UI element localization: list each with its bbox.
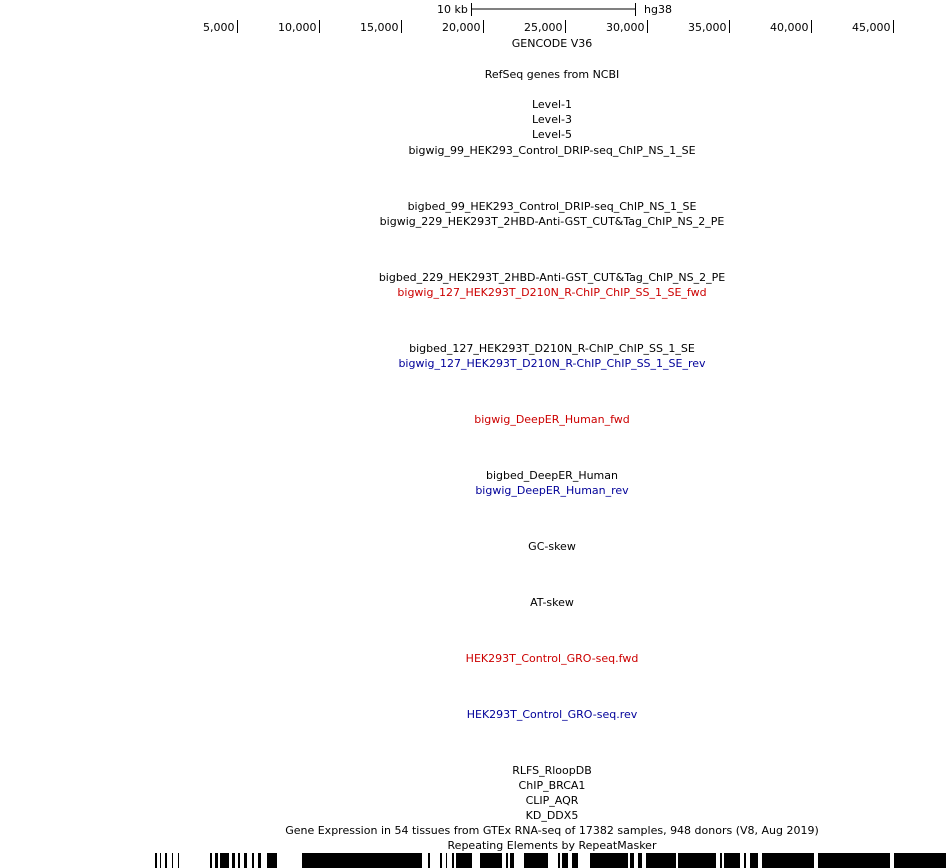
repeat-element-block [220,853,229,868]
scale-bar [471,3,636,16]
assembly-label: hg38 [644,3,672,16]
ruler-tick-label-8: 45,000 [852,21,891,34]
track-label-10[interactable]: bigbed_127_HEK293T_D210N_R-ChIP_ChIP_SS_… [409,342,695,355]
track-label-9[interactable]: bigwig_127_HEK293T_D210N_R-ChIP_ChIP_SS_… [397,286,707,299]
repeat-element-block [232,853,235,868]
repeat-element-block [818,853,890,868]
repeat-element-block [590,853,628,868]
repeat-element-block [762,853,814,868]
repeat-element-block [510,853,514,868]
track-label-22[interactable]: KD_DDX5 [525,809,579,822]
track-label-7[interactable]: bigwig_229_HEK293T_2HBD-Anti-GST_CUT&Tag… [379,215,725,228]
repeat-element-block [215,853,218,868]
ruler-tick-label-6: 35,000 [688,21,727,34]
track-label-4[interactable]: Level-5 [531,128,572,141]
ruler-tick-label-7: 40,000 [770,21,809,34]
repeat-element-block [252,853,254,868]
repeat-element-block [244,853,247,868]
repeat-element-block [630,853,634,868]
track-label-0[interactable]: GENCODE V36 [511,37,593,50]
repeat-element-block [160,853,161,868]
repeat-element-block [506,853,508,868]
base-position-ruler[interactable]: 5,000 10,000 15,000 20,000 25,000 30,000 35,00… [0,0,950,40]
repeat-element-block [744,853,746,868]
repeat-element-block [452,853,454,868]
repeat-element-block [238,853,240,868]
repeat-element-block [646,853,676,868]
track-label-23[interactable]: Gene Expression in 54 tissues from GTEx … [285,824,819,837]
track-label-17[interactable]: HEK293T_Control_GRO-seq.fwd [465,652,639,665]
repeat-element-block [210,853,212,868]
repeat-element-block [456,853,472,868]
repeat-element-block [178,853,179,868]
repeat-element-block [302,853,422,868]
track-label-15[interactable]: GC-skew [528,540,576,553]
track-label-24[interactable]: Repeating Elements by RepeatMasker [447,839,657,852]
repeat-element-block [440,853,442,868]
track-label-6[interactable]: bigbed_99_HEK293_Control_DRIP-seq_ChIP_N… [407,200,697,213]
repeat-element-block [720,853,722,868]
ruler-tick-label-1: 10,000 [278,21,317,34]
track-label-2[interactable]: Level-1 [531,98,572,111]
repeat-element-block [428,853,430,868]
track-label-19[interactable]: RLFS_RloopDB [512,764,592,777]
repeat-element-block [724,853,740,868]
track-label-13[interactable]: bigbed_DeepER_Human [485,469,618,482]
track-label-14[interactable]: bigwig_DeepER_Human_rev [475,484,629,497]
repeatmasker-track[interactable] [0,852,950,868]
track-label-3[interactable]: Level-3 [531,113,572,126]
scale-bar-label: 10 kb [437,3,468,16]
track-label-5[interactable]: bigwig_99_HEK293_Control_DRIP-seq_ChIP_N… [408,144,696,157]
track-label-8[interactable]: bigbed_229_HEK293T_2HBD-Anti-GST_CUT&Tag… [378,271,726,284]
track-label-18[interactable]: HEK293T_Control_GRO-seq.rev [466,708,638,721]
repeat-element-block [750,853,758,868]
repeat-element-block [155,853,157,868]
repeat-element-block [267,853,277,868]
ruler-tick-label-0: 5,000 [203,21,235,34]
track-label-21[interactable]: CLIP_AQR [525,794,579,807]
repeat-element-block [638,853,642,868]
ruler-tick-label-3: 20,000 [442,21,481,34]
repeat-element-block [524,853,548,868]
track-label-11[interactable]: bigwig_127_HEK293T_D210N_R-ChIP_ChIP_SS_… [398,357,706,370]
repeat-element-block [572,853,578,868]
repeat-element-block [165,853,167,868]
repeat-element-block [258,853,261,868]
repeat-element-block [558,853,560,868]
ruler-tick-label-5: 30,000 [606,21,645,34]
track-label-20[interactable]: ChIP_BRCA1 [518,779,586,792]
repeat-element-block [562,853,568,868]
ruler-tick-label-4: 25,000 [524,21,563,34]
repeat-element-block [678,853,716,868]
repeat-element-block [172,853,173,868]
repeat-element-block [480,853,502,868]
repeat-element-block [894,853,946,868]
ruler-tick-label-2: 15,000 [360,21,399,34]
track-label-1[interactable]: RefSeq genes from NCBI [484,68,620,81]
track-label-16[interactable]: AT-skew [530,596,574,609]
repeat-element-block [446,853,447,868]
track-label-12[interactable]: bigwig_DeepER_Human_fwd [474,413,630,426]
